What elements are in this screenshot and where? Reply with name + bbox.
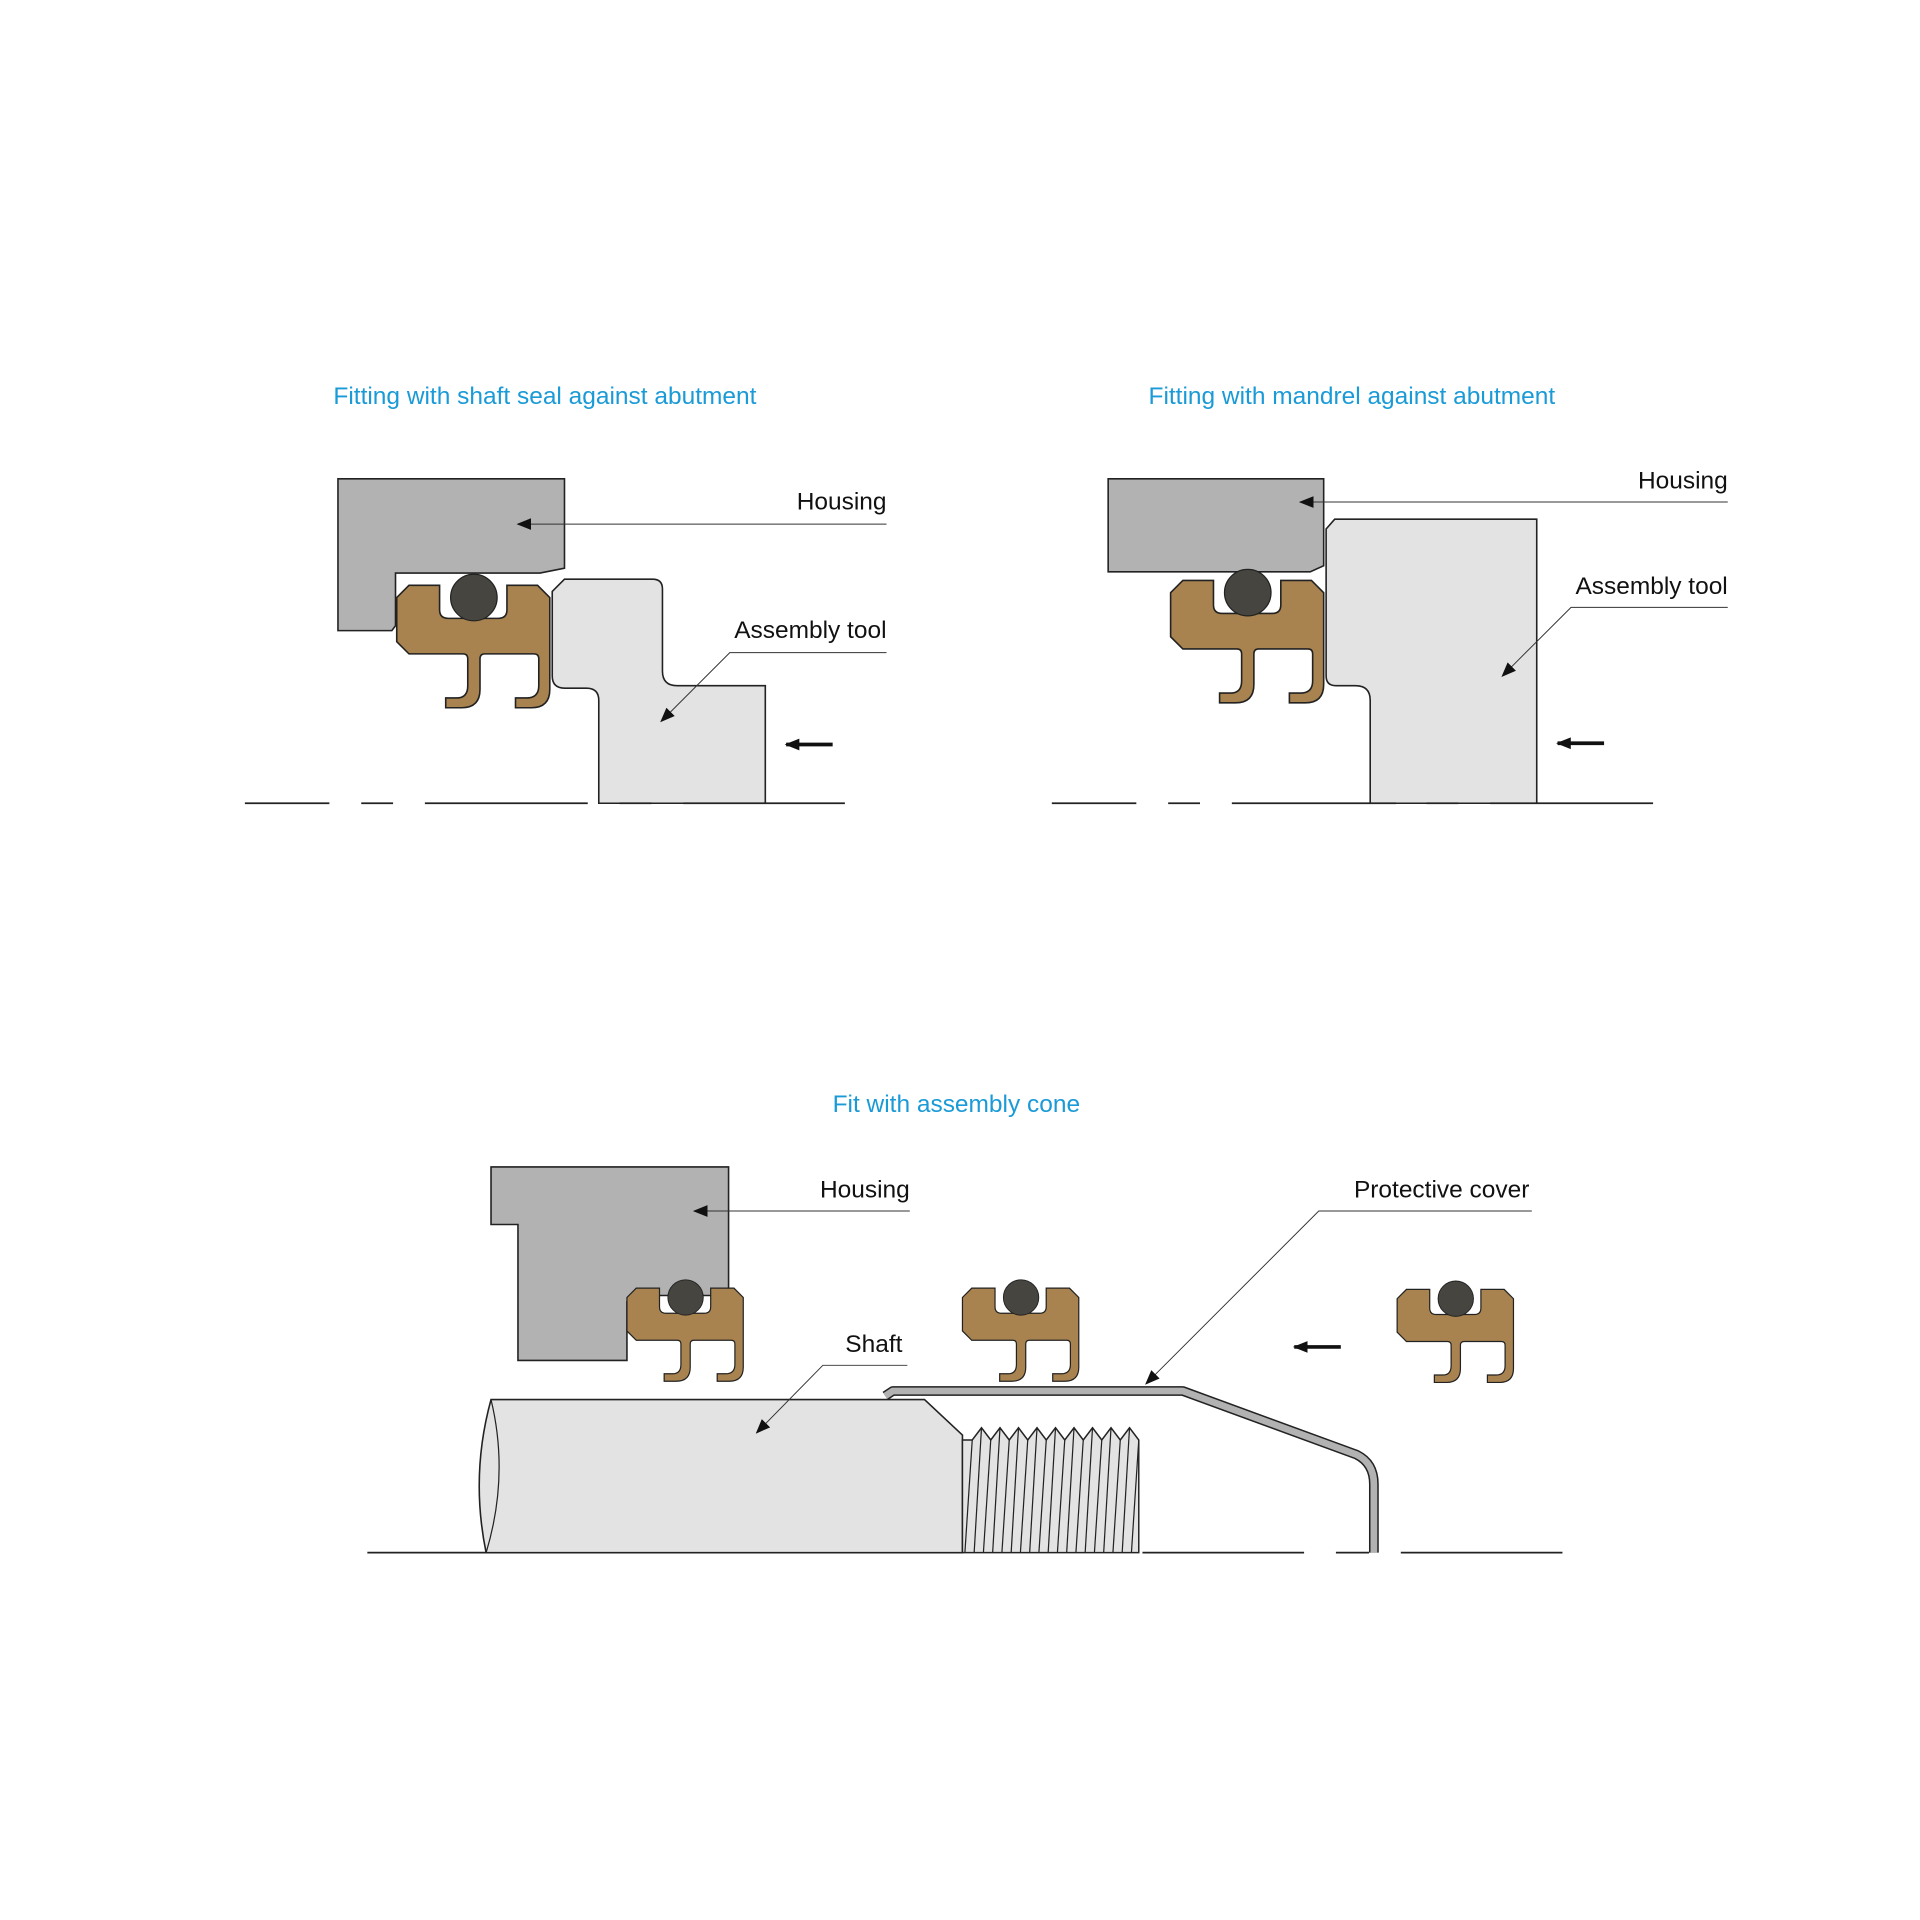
panel-mandrel-abutment: Fitting with mandrel against abutment Ho…: [1051, 383, 1728, 805]
thread-outline: [961, 1426, 1140, 1554]
thread-line: [1047, 1427, 1057, 1553]
thread-line: [1010, 1427, 1020, 1553]
cover-label: Protective cover: [1354, 1177, 1529, 1204]
thread-line: [1038, 1439, 1047, 1553]
panel-shaft-seal-abutment: Fitting with shaft seal against abutment…: [244, 383, 887, 805]
shaft-label: Shaft: [845, 1331, 902, 1358]
thread-line: [1093, 1439, 1103, 1553]
thread-line: [1056, 1439, 1066, 1553]
panel-title: Fitting with shaft seal against abutment: [333, 383, 756, 410]
thread-line: [1121, 1427, 1131, 1553]
thread-line: [992, 1427, 1001, 1553]
tool-leader: [1501, 606, 1728, 677]
thread-line: [964, 1439, 973, 1553]
thread-line: [1001, 1439, 1010, 1553]
shaft: [478, 1398, 964, 1554]
panel-title: Fit with assembly cone: [833, 1091, 1081, 1118]
panel-title: Fitting with mandrel against abutment: [1149, 383, 1556, 410]
tool-label: Assembly tool: [1575, 573, 1727, 600]
thread-line: [1075, 1439, 1084, 1553]
housing-label: Housing: [820, 1177, 910, 1204]
shaft-seal: [1169, 568, 1325, 704]
cover-leader: [1145, 1210, 1532, 1385]
housing-label: Housing: [797, 488, 887, 515]
assembly-tool: [551, 578, 767, 805]
shaft-leader: [755, 1364, 908, 1434]
thread-line: [1019, 1439, 1029, 1553]
housing: [337, 477, 566, 632]
protective-cover: [882, 1386, 1379, 1553]
housing-label: Housing: [1638, 468, 1728, 495]
tool-leader: [660, 652, 887, 723]
thread-line: [982, 1439, 992, 1553]
thread-line: [1103, 1427, 1112, 1553]
shaft-seal: [395, 573, 551, 709]
thread-line: [1112, 1439, 1121, 1553]
thread-line: [1029, 1427, 1038, 1553]
thread-line: [1130, 1439, 1140, 1553]
mandrel: [1325, 518, 1538, 805]
thread-section: [961, 1426, 1140, 1554]
housing: [1107, 477, 1325, 573]
panel-assembly-cone: Fit with assembly cone Housing Shaft Pro…: [367, 1091, 1563, 1554]
shaft-seal: [1396, 1280, 1515, 1384]
tool-label: Assembly tool: [734, 617, 886, 644]
shaft-seal: [626, 1279, 744, 1382]
shaft-seal: [961, 1279, 1080, 1382]
thread-line: [973, 1427, 983, 1553]
shaft-end-curve: [485, 1399, 500, 1553]
thread-line: [1066, 1427, 1075, 1553]
thread-line: [1084, 1427, 1094, 1553]
